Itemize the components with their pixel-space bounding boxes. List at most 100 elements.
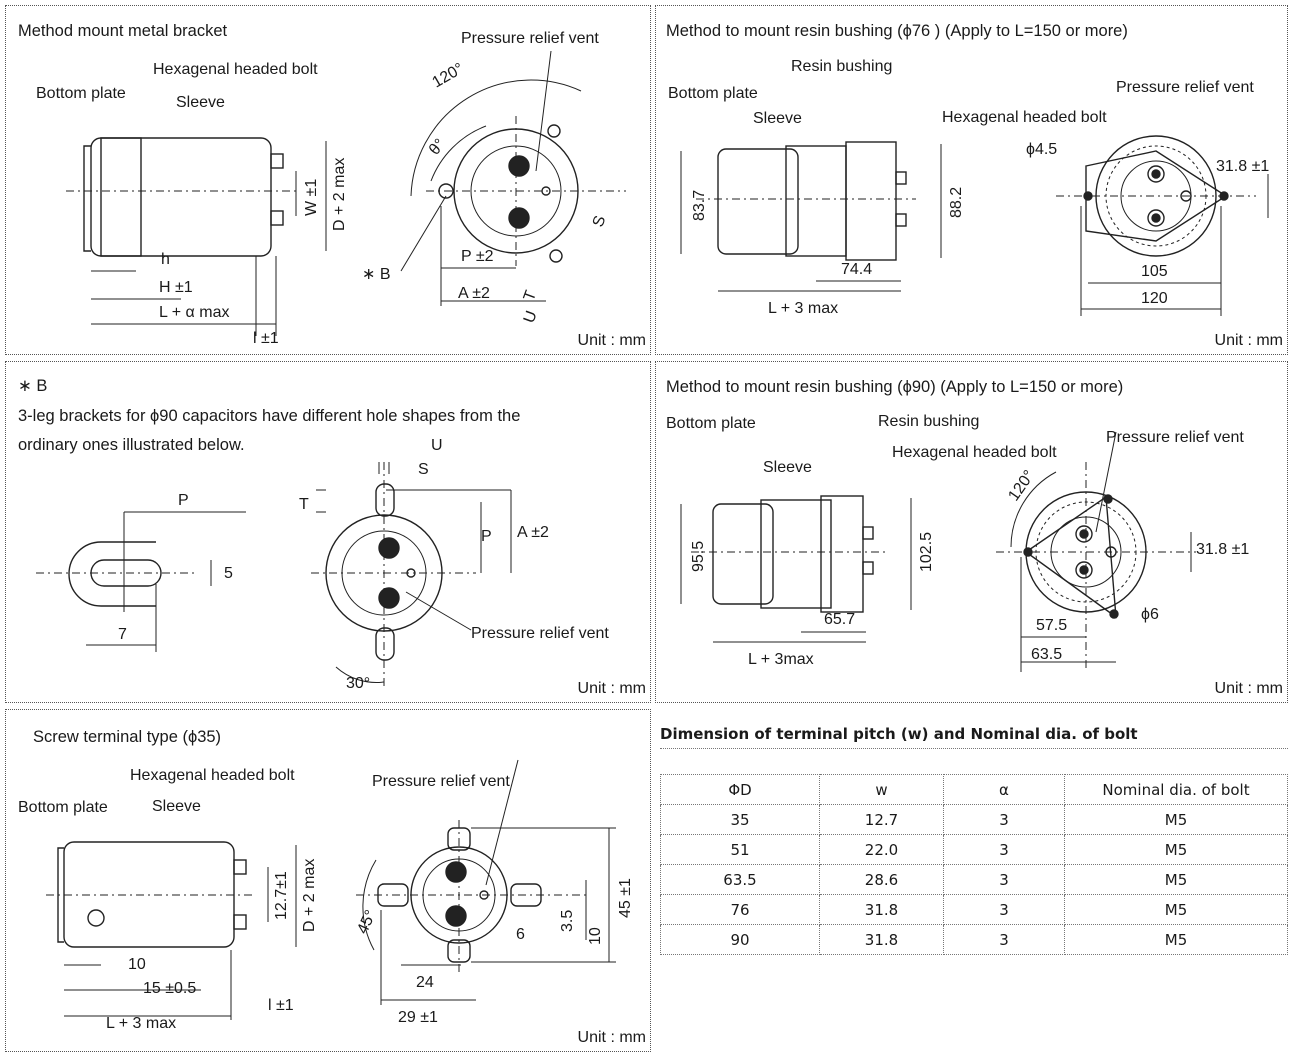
table-cell: 63.5 xyxy=(660,864,820,895)
bracket-leg-top xyxy=(375,483,395,517)
label-seven: 7 xyxy=(118,626,127,643)
label-dia1: 95.5 xyxy=(690,541,707,572)
label-sleeve: Sleeve xyxy=(152,798,201,815)
table-row: 51 22.0 3 M5 xyxy=(660,834,1288,865)
table-header-row: ΦD w α Nominal dia. of bolt xyxy=(660,774,1288,805)
label-a: A ±2 xyxy=(458,285,490,302)
label-w: 12.7±1 xyxy=(273,871,290,920)
table-header: α xyxy=(943,774,1065,805)
label-p: P ±2 xyxy=(461,248,494,265)
table-cell: 3 xyxy=(943,924,1065,955)
label-d6: 6 xyxy=(516,926,525,943)
panel-screw-terminal: Screw terminal type (ϕ35) xyxy=(5,709,651,1052)
label-pressure-relief-vent: Pressure relief vent xyxy=(1106,429,1244,446)
label-s: S xyxy=(590,214,610,230)
table-header: Nominal dia. of bolt xyxy=(1064,774,1288,805)
table-cell: M5 xyxy=(1064,924,1288,955)
table-cell: 90 xyxy=(660,924,820,955)
label-dia2: 88.2 xyxy=(948,187,965,218)
terminal-bottom xyxy=(378,587,400,609)
label-hex-bolt: Hexagenal headed bolt xyxy=(942,109,1107,126)
label-u: U xyxy=(521,309,541,326)
label-w24: 24 xyxy=(416,974,434,991)
label-w: W ±1 xyxy=(303,179,320,216)
table-cell: 22.0 xyxy=(819,834,944,865)
panel-resin-bushing-76: Method to mount resin bushing (ϕ76 ) (Ap… xyxy=(655,5,1288,355)
label-a: A ±2 xyxy=(517,524,549,541)
label-pitch: 31.8 ±1 xyxy=(1196,541,1249,558)
label-angle: 120° xyxy=(1005,467,1038,504)
capacitor-body-side xyxy=(712,503,774,605)
label-bottom-plate: Bottom plate xyxy=(18,799,108,816)
terminal-top xyxy=(508,155,530,177)
table-cell: M5 xyxy=(1064,864,1288,895)
label-bottom-plate: Bottom plate xyxy=(668,85,758,102)
label-sleeve: Sleeve xyxy=(763,459,812,476)
resin-bushing-90-drawing: Pressure relief vent Bottom plate Resin … xyxy=(666,413,1249,672)
table-cell: 12.7 xyxy=(819,804,944,835)
label-resin-bushing: Resin bushing xyxy=(878,413,979,430)
table-cell: 31.8 xyxy=(819,924,944,955)
label-dia2: 102.5 xyxy=(918,532,935,572)
terminal-bottom xyxy=(445,905,467,927)
table-cell: M5 xyxy=(1064,804,1288,835)
table-row: 63.5 28.6 3 M5 xyxy=(660,864,1288,895)
terminal-top xyxy=(378,537,400,559)
label-len: 65.7 xyxy=(824,611,855,628)
label-w105: 105 xyxy=(1141,263,1168,280)
label-hole: ϕ4.5 xyxy=(1026,141,1057,158)
label-t: T xyxy=(299,496,309,513)
label-len: 74.4 xyxy=(841,261,872,278)
capacitor-body-side xyxy=(717,148,799,255)
table-cell: 3 xyxy=(943,864,1065,895)
label-p-left: P xyxy=(178,492,189,509)
label-resin-bushing: Resin bushing xyxy=(791,58,892,75)
table-row: 76 31.8 3 M5 xyxy=(660,894,1288,925)
unit-label: Unit : mm xyxy=(577,1029,646,1046)
bushing-flange-outline xyxy=(1085,150,1228,242)
unit-label: Unit : mm xyxy=(577,332,646,349)
label-pressure-relief-vent: Pressure relief vent xyxy=(1116,79,1254,96)
table-cell: 76 xyxy=(660,894,820,925)
terminal-bolt-bottom xyxy=(270,210,284,226)
label-s: S xyxy=(418,461,429,478)
label-L: L + 3 max xyxy=(768,300,838,317)
label-d10: 10 xyxy=(587,927,604,945)
label-d: D + 2 max xyxy=(331,158,348,231)
label-angle: 30° xyxy=(346,675,370,692)
bracket-leg-bottom xyxy=(375,627,395,661)
bracket-hole-left xyxy=(438,183,454,199)
table-row: 90 31.8 3 M5 xyxy=(660,924,1288,955)
3leg-bracket-drawing: U S P T P A ±2 5 7 Pressure relief vent … xyxy=(36,437,609,692)
resin-bushing-76-drawing: Resin bushing Pressure relief vent Botto… xyxy=(668,58,1269,317)
label-d35: 3.5 xyxy=(559,910,576,932)
label-hex-bolt: Hexagenal headed bolt xyxy=(892,444,1057,461)
table-row: 35 12.7 3 M5 xyxy=(660,804,1288,835)
table-header: w xyxy=(819,774,944,805)
unit-label: Unit : mm xyxy=(1214,680,1283,697)
label-L: L + 3max xyxy=(748,651,814,668)
panel-metal-bracket: Method mount metal bracket xyxy=(5,5,651,355)
table-cell: 35 xyxy=(660,804,820,835)
label-fifteen: 15 ±0.5 xyxy=(143,980,196,997)
label-u: U xyxy=(431,437,443,454)
panel-title: Method mount metal bracket xyxy=(18,22,228,40)
table-cell: 51 xyxy=(660,834,820,865)
label-d: D + 2 max xyxy=(301,859,318,932)
label-bottom-plate: Bottom plate xyxy=(666,415,756,432)
slot-outline xyxy=(68,541,156,607)
label-w29: 29 ±1 xyxy=(398,1009,438,1026)
label-w575: 57.5 xyxy=(1036,617,1067,634)
panel-3leg-bracket: ∗ B 3-leg brackets for ϕ90 capacitors ha… xyxy=(5,361,651,703)
label-pressure-relief-vent: Pressure relief vent xyxy=(372,773,510,790)
label-five: 5 xyxy=(224,565,233,582)
table-cell: M5 xyxy=(1064,894,1288,925)
note-line-1: 3-leg brackets for ϕ90 capacitors have d… xyxy=(18,407,521,425)
table-cell: M5 xyxy=(1064,834,1288,865)
note-line-2: ordinary ones illustrated below. xyxy=(18,436,245,454)
label-hex-bolt: Hexagenal headed bolt xyxy=(153,61,318,78)
label-bottom-plate: Bottom plate xyxy=(36,85,126,102)
metal-bracket-drawing: Pressure relief vent Hexagenal headed bo… xyxy=(36,30,626,347)
dimension-table: ΦD w α Nominal dia. of bolt 35 12.7 3 M5… xyxy=(660,774,1288,955)
label-w635: 63.5 xyxy=(1031,646,1062,663)
